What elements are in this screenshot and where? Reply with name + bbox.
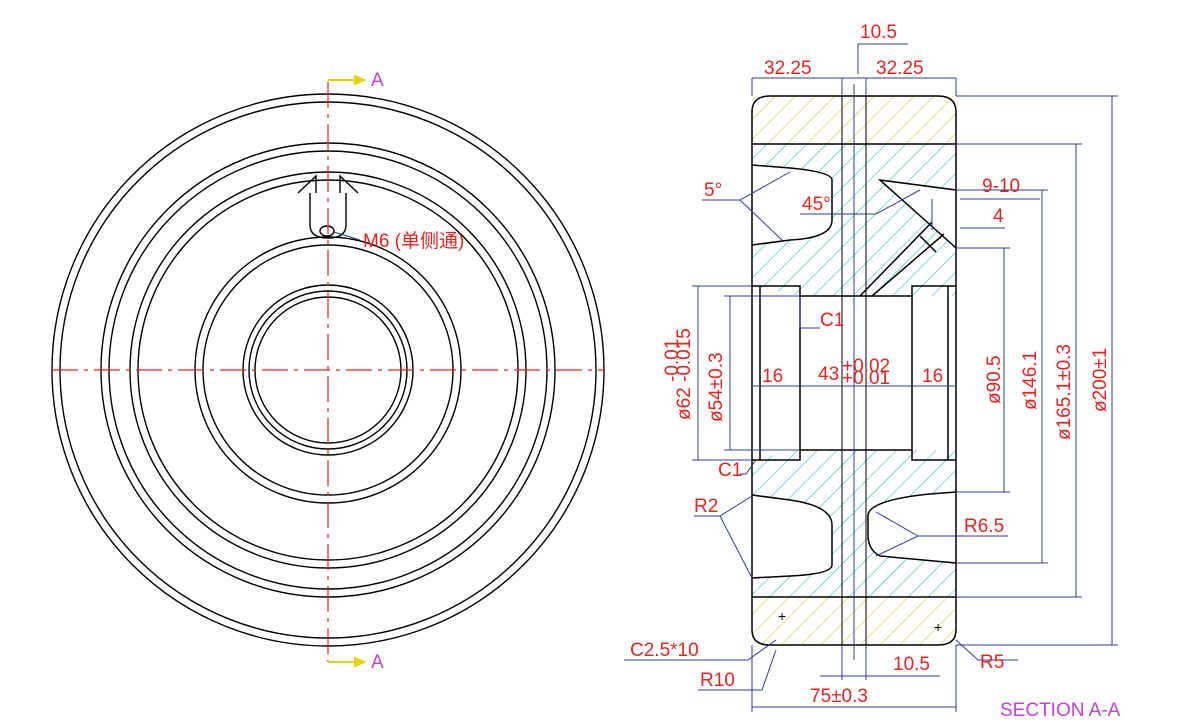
dim-bore-43-tol-upper: +0.02 — [842, 356, 890, 377]
front-center-lines — [52, 82, 604, 662]
dim-dia-62-tol-lower: -0.015 — [674, 328, 695, 382]
dim-total-75: 75±0.3 — [810, 686, 868, 707]
dim-dia-62: ø62 — [674, 387, 695, 420]
svg-text:+: + — [934, 619, 942, 635]
svg-text:+: + — [778, 608, 786, 624]
dim-groove-4: 4 — [993, 206, 1004, 227]
hole-arrow-right — [339, 174, 359, 194]
dim-angle-5: 5° — [704, 180, 722, 201]
dim-groove-9-10: 9-10 — [982, 176, 1020, 197]
dim-top-gap: 10.5 — [860, 22, 897, 43]
dim-angle-45: 45° — [802, 194, 831, 215]
section-title: SECTION A-A — [1000, 700, 1121, 721]
section-mark-bottom: A — [371, 652, 384, 673]
dim-r5: R5 — [980, 652, 1004, 673]
dim-left-width: 32.25 — [764, 58, 812, 79]
dim-left-16: 16 — [762, 366, 783, 387]
dim-r10: R10 — [700, 670, 735, 691]
m6-hole-label: M6 (单侧通) — [363, 230, 464, 252]
dim-c2-5: C2.5*10 — [630, 640, 699, 661]
dim-dia-165-1: ø165.1±0.3 — [1054, 344, 1075, 440]
dim-dia-200: ø200±1 — [1090, 348, 1111, 412]
hole-slot — [309, 193, 347, 239]
dim-dia-62-tol-upper: -0.01 — [662, 339, 683, 382]
dim-r2: R2 — [694, 496, 718, 517]
section-markers — [328, 74, 367, 668]
dim-r6-5: R6.5 — [964, 516, 1004, 537]
dim-dia-54: ø54±0.3 — [706, 352, 727, 422]
dim-bore-43-tol-lower: +0.01 — [842, 368, 890, 389]
dim-c1-top: C1 — [820, 310, 844, 331]
dimension-lines — [624, 43, 1118, 712]
dim-right-width: 32.25 — [876, 58, 924, 79]
section-view: + + — [751, 84, 957, 660]
dim-dia-90-5: ø90.5 — [984, 355, 1005, 404]
dimension-texts: 10.5 32.25 32.25 5° 45° 9-10 4 C1 C1 ø62… — [630, 22, 1111, 707]
hole-arrow-left — [297, 174, 317, 194]
hole-leader — [333, 231, 361, 241]
dim-right-16: 16 — [922, 366, 943, 387]
section-mark-top: A — [371, 70, 384, 91]
dim-bottom-10-5: 10.5 — [893, 654, 930, 675]
dim-c1-bottom: C1 — [718, 460, 742, 481]
dim-bore-43: 43 — [818, 364, 839, 385]
m6-hole — [319, 225, 335, 237]
dim-dia-146-1: ø146.1 — [1020, 351, 1041, 410]
